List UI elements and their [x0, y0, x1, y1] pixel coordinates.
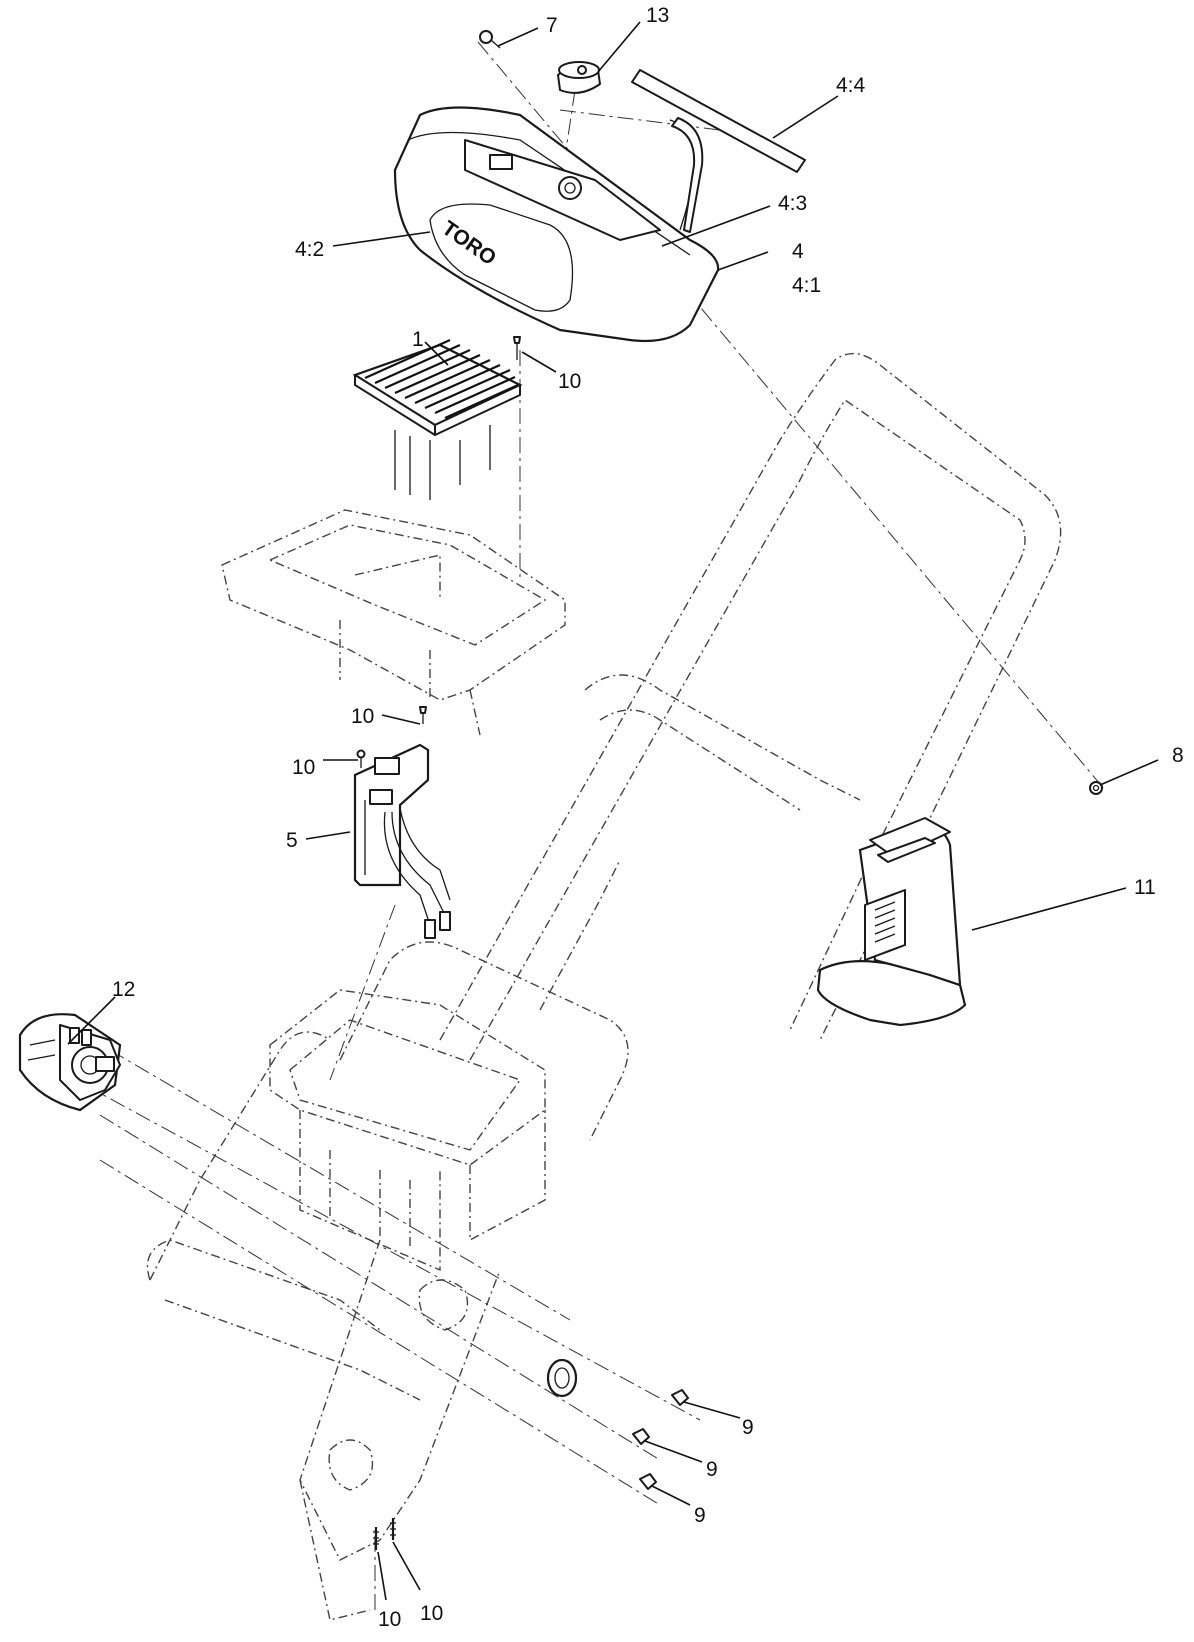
callout-10-bottom-b: 10 — [420, 1602, 443, 1625]
part-9-bolt-c — [639, 1473, 657, 1490]
callout-4-2: 4:2 — [295, 238, 324, 261]
callout-1: 1 — [412, 328, 424, 351]
part-10-screw-bottom-b — [390, 1518, 396, 1540]
part-10-screw-bottom-a — [373, 1527, 379, 1550]
callout-10-mid: 10 — [351, 705, 374, 728]
callout-4: 4 — [792, 240, 804, 263]
handle-frame-phantom — [146, 352, 1062, 1401]
part-7-pin — [479, 30, 501, 49]
callout-4-3: 4:3 — [778, 192, 807, 215]
part-10-screw-left — [356, 749, 366, 768]
leader-lines — [67, 21, 1159, 1601]
part-9-bolt-b — [632, 1428, 650, 1445]
part-10-screw-top — [513, 336, 521, 360]
callout-labels: 7 13 4:4 4:3 4:2 4 4:1 1 10 10 10 5 8 11… — [112, 4, 1184, 1631]
part-11-charger — [816, 817, 967, 1027]
part-4-control-housing: TORO — [393, 106, 720, 343]
callout-9-b: 9 — [706, 1458, 718, 1481]
part-4-4-decal-strip — [631, 69, 806, 173]
callout-12: 12 — [112, 978, 135, 1001]
callout-9-c: 9 — [694, 1504, 706, 1527]
part-10-screw-mid — [419, 706, 427, 724]
callout-8: 8 — [1172, 744, 1184, 767]
part-1-controller-heatsink — [352, 338, 523, 500]
callout-9-a: 9 — [742, 1416, 754, 1439]
part-8-nut — [1089, 781, 1103, 795]
callout-10-bottom-a: 10 — [378, 1608, 401, 1631]
callout-11: 11 — [1134, 876, 1156, 899]
callout-4-1: 4:1 — [792, 274, 821, 297]
part-12-motor — [18, 1013, 122, 1112]
part-5-switch-assembly — [353, 743, 451, 939]
bushing — [546, 1358, 578, 1398]
callout-4-4: 4:4 — [836, 74, 866, 97]
callout-7: 7 — [546, 14, 558, 37]
callout-10-top: 10 — [558, 370, 581, 393]
callout-13: 13 — [646, 4, 669, 27]
alignment-lines — [84, 41, 1106, 1610]
callout-5: 5 — [286, 829, 298, 852]
callout-10-left: 10 — [292, 756, 315, 779]
electronics-tray-phantom — [221, 509, 566, 736]
part-13-knob — [557, 61, 601, 94]
part-9-bolt-a — [671, 1389, 689, 1406]
